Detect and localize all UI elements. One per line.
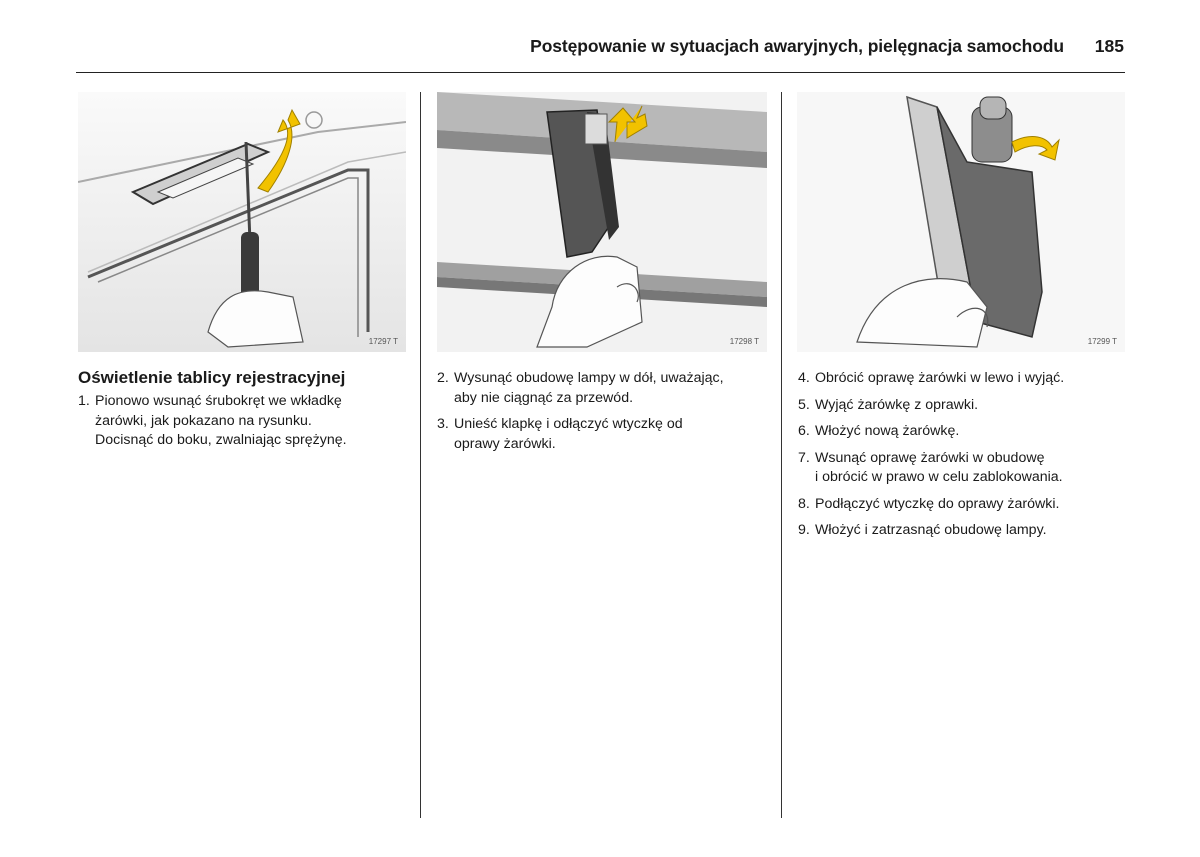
figure-screwdriver: 17297 T (78, 92, 406, 352)
step-text: Podłączyć wtyczkę do oprawy żarówki. (815, 495, 1060, 512)
header-divider (76, 72, 1125, 73)
step-item: 5. Wyjąć żarówkę z oprawki. (798, 396, 1128, 416)
step-text: Pionowo wsunąć śrubokręt we wkładkę żaró… (95, 393, 347, 448)
step-text: Unieść klapkę i odłączyć wtyczkę od opra… (454, 416, 683, 452)
steps-column-1: 1. Pionowo wsunąć śrubokręt we wkładkę ż… (78, 392, 408, 458)
figure-bulb-socket: 17299 T (797, 92, 1125, 352)
section-heading: Oświetlenie tablicy rejestracyjnej (78, 368, 346, 387)
step-text: Wsunąć oprawę żarówki w obudowę i obróci… (815, 449, 1063, 486)
steps-column-2: 2. Wysunąć obudowę lampy w dół, uważając… (437, 369, 772, 461)
page-header-title: Postępowanie w sytuacjach awaryjnych, pi… (530, 36, 1064, 56)
step-item: 2. Wysunąć obudowę lampy w dół, uważając… (437, 369, 772, 408)
step-item: 9. Włożyć i zatrzasnąć obudowę lampy. (798, 521, 1128, 541)
step-number: 1. (78, 393, 90, 409)
step-number: 7. (798, 449, 810, 466)
figure-code: 17297 T (368, 337, 398, 346)
figure-lamp-pull: 17298 T (437, 92, 767, 352)
step-item: 1. Pionowo wsunąć śrubokręt we wkładkę ż… (78, 392, 408, 451)
step-number: 2. (437, 370, 449, 386)
step-text: Wysunąć obudowę lampy w dół, uważając, a… (454, 370, 724, 406)
step-item: 7. Wsunąć oprawę żarówki w obudowę i obr… (798, 449, 1128, 488)
step-text: Włożyć i zatrzasnąć obudowę lampy. (815, 522, 1047, 538)
figure-code: 17299 T (1087, 337, 1117, 346)
step-item: 4. Obrócić oprawę żarówki w lewo i wyjąć… (798, 369, 1128, 389)
step-item: 3. Unieść klapkę i odłączyć wtyczkę od o… (437, 415, 772, 454)
column-divider-2 (781, 92, 782, 818)
screwdriver-illustration-icon (78, 92, 406, 352)
step-number: 5. (798, 396, 810, 413)
step-number: 6. (798, 423, 810, 439)
step-number: 9. (798, 522, 810, 538)
step-item: 8. Podłączyć wtyczkę do oprawy żarówki. (798, 495, 1128, 515)
bulb-socket-rotate-illustration-icon (797, 92, 1125, 352)
step-text: Wyjąć żarówkę z oprawki. (815, 396, 979, 413)
step-number: 8. (798, 495, 810, 512)
figure-code: 17298 T (729, 337, 759, 346)
step-text: Włożyć nową żarówkę. (815, 423, 960, 439)
steps-column-3: 4. Obrócić oprawę żarówki w lewo i wyjąć… (798, 369, 1128, 548)
step-number: 4. (798, 370, 810, 386)
page-number: 185 (1094, 36, 1124, 56)
lamp-pull-down-illustration-icon (437, 92, 767, 352)
step-number: 3. (437, 416, 449, 432)
step-text: Obrócić oprawę żarówki w lewo i wyjąć. (815, 370, 1065, 386)
step-item: 6. Włożyć nową żarówkę. (798, 422, 1128, 442)
column-divider-1 (420, 92, 421, 818)
